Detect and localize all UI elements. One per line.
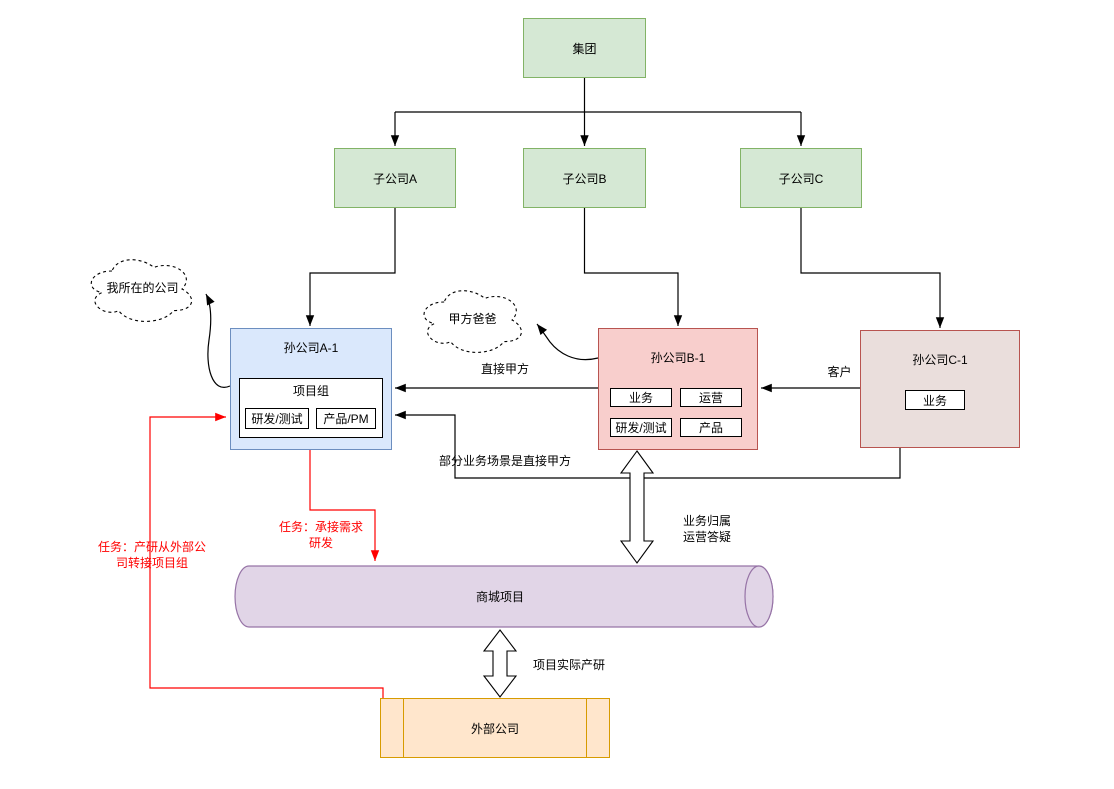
external-company-label: 外部公司 <box>470 721 519 736</box>
c1-business-box: 业务 <box>905 390 965 410</box>
arrow-sub-c-to-c1 <box>800 208 945 328</box>
node-grandchild-c1-title: 孙公司C-1 <box>912 353 968 367</box>
red-label-task-accept: 任务：承接需求 研发 <box>266 519 376 551</box>
arrow-sub-a-to-a1 <box>305 208 396 326</box>
mall-project-label: 商城项目 <box>475 590 524 604</box>
red-label-task-transfer-line1: 任务：产研从外部公 <box>97 540 206 554</box>
edge-label-business-ownership: 业务归属 运营答疑 <box>662 513 752 545</box>
double-arrow-b1-mall <box>619 450 655 564</box>
node-subsidiary-a: 子公司A <box>334 148 456 208</box>
b1-business-box: 业务 <box>610 388 672 407</box>
edge-label-direct-party-a: 直接甲方 <box>480 362 529 376</box>
edge-label-partial-direct: 部分业务场景是直接甲方 <box>438 454 571 468</box>
cloud-my-company-label: 我所在的公司 <box>106 281 179 295</box>
red-label-task-accept-line2: 研发 <box>308 536 333 550</box>
edge-label-business-ownership-line2: 运营答疑 <box>682 530 731 544</box>
b1-operation-box: 运营 <box>680 388 742 407</box>
arrow-b1-to-party-a-cloud <box>536 323 599 361</box>
edge-label-business-ownership-line1: 业务归属 <box>682 514 731 528</box>
node-grandchild-c1: 孙公司C-1 <box>860 330 1020 448</box>
node-external-company: 外部公司 <box>380 698 610 758</box>
b1-rd-test-box: 研发/测试 <box>610 418 672 437</box>
process-left-line <box>403 699 404 757</box>
a1-rd-test-box: 研发/测试 <box>245 408 309 429</box>
process-right-line <box>586 699 587 757</box>
node-subsidiary-c: 子公司C <box>740 148 862 208</box>
red-label-task-transfer: 任务：产研从外部公 司转接项目组 <box>78 539 226 571</box>
arrow-sub-b-to-b1 <box>583 208 683 326</box>
red-label-task-accept-line1: 任务：承接需求 <box>278 520 363 534</box>
tree-trunk-line <box>395 78 801 113</box>
edge-label-customer: 客户 <box>827 365 852 379</box>
project-group-label: 项目组 <box>292 384 329 398</box>
cloud-party-a-label: 甲方爸爸 <box>448 312 497 326</box>
red-label-task-transfer-line2: 司转接项目组 <box>115 556 188 570</box>
node-grandchild-a1-title: 孙公司A-1 <box>283 341 339 355</box>
node-grandchild-b1-title: 孙公司B-1 <box>650 351 706 365</box>
arrow-a1-to-my-company-cloud <box>205 293 231 388</box>
a1-product-pm-box: 产品/PM <box>316 408 376 429</box>
double-arrow-mall-external <box>482 629 518 698</box>
node-group: 集团 <box>523 18 646 78</box>
node-subsidiary-b: 子公司B <box>523 148 646 208</box>
b1-product-box: 产品 <box>680 418 742 437</box>
edge-label-actual-rd: 项目实际产研 <box>532 658 605 672</box>
